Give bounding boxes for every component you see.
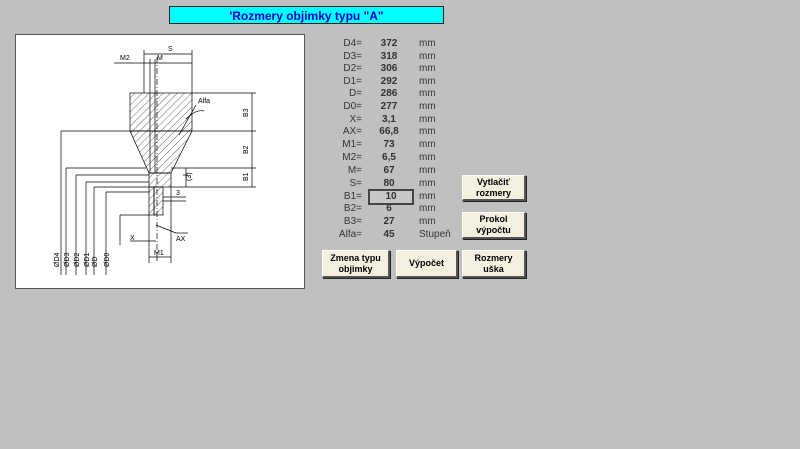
param-value: 286 — [380, 88, 398, 99]
param-unit: Stupeň — [419, 229, 451, 240]
calc-protocol-button[interactable]: Prokol výpočtu — [462, 212, 526, 239]
param-value: 318 — [380, 51, 398, 62]
param-unit: mm — [419, 88, 436, 99]
label-s: S — [168, 46, 173, 53]
label-d: ØD — [92, 257, 99, 268]
param-label: D1= — [343, 76, 362, 87]
label-m1: M1 — [154, 250, 164, 257]
label-d2: ØD2 — [74, 253, 81, 268]
param-label: D2= — [343, 63, 362, 74]
param-label: S= — [349, 178, 362, 189]
b1-input[interactable]: 10 — [368, 189, 414, 205]
param-value: 67 — [383, 165, 395, 176]
param-unit: mm — [419, 126, 436, 137]
param-value: 73 — [383, 139, 395, 150]
param-label: M1= — [342, 139, 362, 150]
param-label: M2= — [342, 152, 362, 163]
param-unit: mm — [419, 178, 436, 189]
label-b3: B3 — [243, 108, 250, 117]
param-unit: mm — [419, 38, 436, 49]
param-label: X= — [349, 114, 362, 125]
param-value: 45 — [383, 229, 395, 240]
param-value: 3,1 — [382, 114, 396, 125]
param-unit: mm — [419, 139, 436, 150]
param-value: 6 — [386, 203, 392, 214]
param-label: M= — [347, 165, 362, 176]
label-m: M — [157, 55, 163, 62]
param-label: Alfa= — [338, 229, 362, 240]
param-unit: mm — [419, 76, 436, 87]
param-value: 306 — [380, 63, 398, 74]
param-unit: mm — [419, 152, 436, 163]
param-value: 6,5 — [382, 152, 396, 163]
param-label: D= — [348, 88, 362, 99]
label-d3: ØD3 — [64, 253, 71, 268]
param-label: D0= — [343, 101, 362, 112]
param-value: 277 — [380, 101, 398, 112]
param-value: 292 — [380, 76, 398, 87]
param-label: B1= — [343, 191, 362, 202]
param-unit: mm — [419, 101, 436, 112]
param-value: 80 — [383, 178, 395, 189]
param-value: 66,8 — [379, 126, 399, 137]
label-ax: AX — [176, 236, 186, 243]
param-unit: mm — [419, 203, 436, 214]
param-unit: mm — [419, 63, 436, 74]
label-alfa: Alfa — [198, 98, 210, 105]
technical-drawing: S M2 M Alfa B3 B2 B1 (3) 3 X AX M1 ØD4 Ø… — [15, 34, 305, 289]
param-unit: mm — [419, 114, 436, 125]
label-b2: B2 — [243, 145, 250, 154]
label-x: X — [130, 235, 135, 242]
label-b1: B1 — [243, 172, 250, 181]
change-sleeve-type-button[interactable]: Zmena typu objimky — [322, 250, 390, 278]
label-d0: ØD0 — [104, 253, 111, 268]
print-dimensions-button[interactable]: Vytlačiť rozmery — [462, 175, 526, 201]
param-unit: mm — [419, 51, 436, 62]
param-label: D3= — [343, 51, 362, 62]
label-m2: M2 — [120, 55, 130, 62]
param-unit: mm — [419, 216, 436, 227]
param-label: B2= — [343, 203, 362, 214]
ear-dimensions-button[interactable]: Rozmery uška — [462, 250, 526, 278]
calculate-button[interactable]: Výpočet — [396, 250, 458, 278]
param-value: 372 — [380, 38, 398, 49]
window-title: 'Rozmery objimky typu "A" — [169, 6, 444, 24]
label-d4: ØD4 — [54, 253, 61, 268]
param-label: D4= — [343, 38, 362, 49]
label-three: 3 — [176, 190, 180, 197]
param-unit: mm — [419, 191, 436, 202]
label-d1: ØD1 — [84, 253, 91, 268]
label-three-paren: (3) — [186, 172, 193, 181]
param-unit: mm — [419, 165, 436, 176]
param-value: 27 — [383, 216, 395, 227]
param-label: AX= — [342, 126, 362, 137]
param-label: B3= — [343, 216, 362, 227]
sleeve-drawing-svg: S M2 M Alfa B3 B2 B1 (3) 3 X AX M1 ØD4 Ø… — [54, 46, 256, 275]
